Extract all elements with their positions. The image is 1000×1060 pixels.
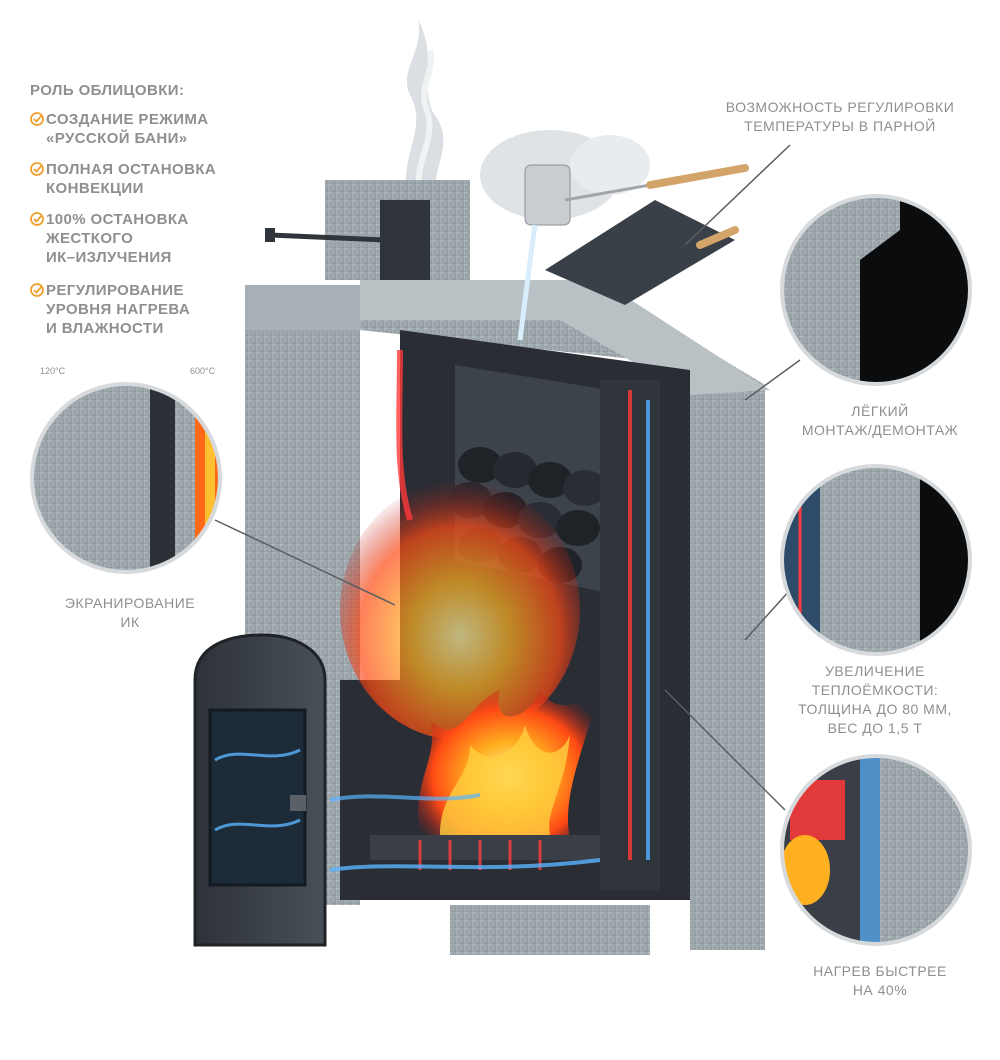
feature-text: 100% ОСТАНОВКА ЖЕСТКОГО ИК–ИЗЛУЧЕНИЯ [46,211,189,266]
water-ladle [517,164,749,341]
features-heading: РОЛЬ ОБЛИЦОВКИ: [30,82,185,99]
stove-interior [329,330,690,900]
check-circle-icon [30,283,44,297]
callout-temperature-control: ВОЗМОЖНОСТЬ РЕГУЛИРОВКИ ТЕМПЕРАТУРЫ В ПА… [725,99,955,134]
callout-easy-mounting: ЛЁГКИЙ МОНТАЖ/ДЕМОНТАЖ [801,403,959,438]
firebox-door [193,633,327,947]
feature-item: РЕГУЛИРОВАНИЕ УРОВНЯ НАГРЕВА И ВЛАЖНОСТИ [30,281,260,338]
steam-plume [406,20,444,205]
feature-text: ПОЛНАЯ ОСТАНОВКА КОНВЕКЦИИ [46,161,217,197]
detail-circle-heating [780,754,972,946]
leader-lines [214,144,801,811]
chimney-pipe [380,200,430,280]
steam-damper-panel [545,200,739,305]
callout-ir-screening: ЭКРАНИРОВАНИЕ ИК [64,595,196,630]
temp-outer-label: 120°С [40,366,66,376]
feature-text: СОЗДАНИЕ РЕЖИМА «РУССКОЙ БАНИ» [46,111,209,147]
feature-text: РЕГУЛИРОВАНИЕ УРОВНЯ НАГРЕВА И ВЛАЖНОСТИ [46,282,191,337]
feature-item: СОЗДАНИЕ РЕЖИМА «РУССКОЙ БАНИ» [30,110,260,148]
fire [417,680,600,840]
detail-circle-mounting [780,194,972,386]
check-circle-icon [30,212,44,226]
feature-item: ПОЛНАЯ ОСТАНОВКА КОНВЕКЦИИ [30,160,260,198]
callout-heat-capacity: УВЕЛИЧЕНИЕ ТЕПЛОЁМКОСТИ: ТОЛЩИНА ДО 80 М… [798,663,952,736]
feature-item: 100% ОСТАНОВКА ЖЕСТКОГО ИК–ИЗЛУЧЕНИЯ [30,210,260,267]
check-circle-icon [30,112,44,126]
base-plinth [450,905,650,955]
callout-faster-heating: НАГРЕВ БЫСТРЕЕ НА 40% [813,963,947,998]
damper-rod [269,232,386,243]
detail-circle-capacity [780,464,972,656]
detail-circle-ir-screening [30,382,222,574]
temp-inner-label: 600°С [190,366,216,376]
check-circle-icon [30,162,44,176]
